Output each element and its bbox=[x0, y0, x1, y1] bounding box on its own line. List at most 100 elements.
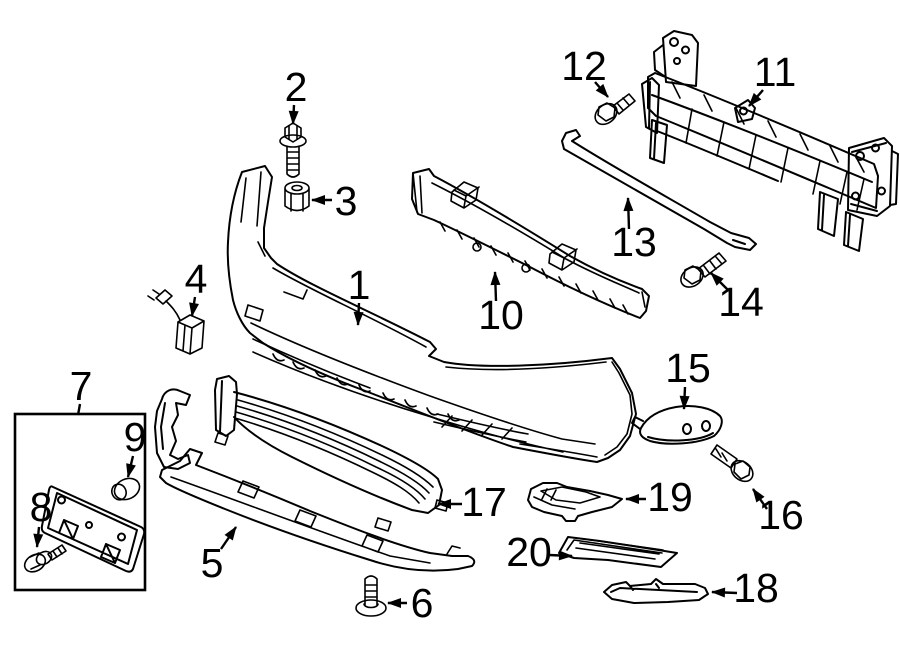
callout-15-leader bbox=[679, 386, 690, 410]
part-19-fog-bezel bbox=[527, 482, 623, 522]
deflector-details bbox=[170, 476, 461, 564]
callout-13-label: 13 bbox=[611, 219, 657, 265]
callout-12: 12 bbox=[561, 43, 609, 98]
callout-13-leader bbox=[623, 197, 634, 230]
part-18-trim-strip bbox=[603, 578, 709, 604]
callout-14-leader bbox=[710, 272, 729, 291]
callout-4-label: 4 bbox=[185, 256, 208, 302]
bumper-cover-outline bbox=[226, 165, 637, 463]
bumper-cover-ticks bbox=[272, 353, 460, 422]
nut-3 bbox=[284, 181, 310, 212]
absorber-outline bbox=[411, 168, 650, 319]
callout-2: 2 bbox=[285, 64, 308, 125]
impact-bar-right-legs bbox=[817, 191, 864, 252]
part-5-deflector bbox=[154, 388, 476, 572]
callout-18-label: 18 bbox=[733, 565, 779, 611]
license-bracket bbox=[40, 485, 146, 573]
callout-12-leader bbox=[594, 81, 609, 98]
side-marker-outline bbox=[631, 405, 723, 445]
callout-10-label: 10 bbox=[478, 292, 524, 338]
part-12-bolt bbox=[594, 93, 636, 126]
callout-13: 13 bbox=[611, 197, 657, 265]
cap-9-face bbox=[111, 483, 127, 501]
callout-6-label: 6 bbox=[411, 580, 434, 626]
part-9-cap bbox=[111, 477, 141, 501]
grille-outline bbox=[214, 375, 443, 514]
callout-9-leader bbox=[126, 455, 136, 478]
callout-1-label: 1 bbox=[348, 262, 371, 308]
part-7-license-bracket-kit bbox=[13, 412, 147, 592]
callout-15-label: 15 bbox=[665, 345, 711, 391]
callout-17-label: 17 bbox=[461, 479, 507, 525]
fog-bezel-details bbox=[533, 486, 601, 510]
callout-17: 17 bbox=[437, 479, 507, 525]
callout-8-label: 8 bbox=[30, 484, 53, 530]
absorber-hatch bbox=[439, 221, 629, 315]
impact-bar-tab bbox=[734, 99, 756, 123]
callout-16-leader bbox=[752, 488, 768, 510]
grille-tabs bbox=[214, 432, 449, 532]
callout-16-label: 16 bbox=[758, 492, 804, 538]
absorber-details bbox=[412, 172, 646, 308]
part-15-side-marker bbox=[631, 405, 723, 445]
part-4-sensor bbox=[147, 289, 205, 355]
callout-2-label: 2 bbox=[285, 64, 308, 110]
callout-20-label: 20 bbox=[506, 529, 552, 575]
impact-bar-outline bbox=[641, 72, 879, 209]
bumper-cover-vent bbox=[433, 413, 529, 443]
callout-5-leader bbox=[220, 526, 237, 550]
part-8-screw bbox=[23, 544, 67, 573]
callout-14: 14 bbox=[710, 272, 764, 325]
callout-5: 5 bbox=[201, 526, 237, 586]
callout-15: 15 bbox=[665, 345, 711, 410]
callout-9-label: 9 bbox=[124, 414, 147, 460]
callout-20: 20 bbox=[506, 529, 573, 575]
part-1-bumper-cover bbox=[226, 165, 637, 463]
callout-10: 10 bbox=[478, 271, 524, 338]
fog-cover-outline bbox=[558, 536, 678, 568]
callout-11: 11 bbox=[748, 49, 796, 107]
callout-11-leader bbox=[748, 89, 764, 107]
callout-7-label: 7 bbox=[70, 363, 93, 409]
part-20-fog-cover bbox=[558, 536, 678, 568]
screw-2 bbox=[279, 122, 307, 178]
part-10-absorber bbox=[411, 168, 650, 319]
trim-strip-outline bbox=[603, 578, 709, 604]
sensor-4 bbox=[147, 289, 205, 355]
kit-box bbox=[13, 412, 147, 592]
callout-7: 7 bbox=[70, 363, 93, 416]
callout-18: 18 bbox=[711, 565, 779, 611]
bolt-14-shank bbox=[683, 252, 727, 285]
callout-4: 4 bbox=[185, 256, 208, 317]
callout-8: 8 bbox=[30, 484, 53, 548]
callout-14-label: 14 bbox=[718, 279, 764, 325]
grille-slats bbox=[234, 399, 434, 504]
deflector-bracket bbox=[154, 388, 191, 470]
callout-10-leader bbox=[490, 271, 501, 302]
callout-16: 16 bbox=[752, 488, 804, 538]
fog-cover-slats bbox=[566, 538, 664, 560]
strip-outline bbox=[561, 129, 757, 251]
callout-20-leader bbox=[548, 550, 573, 561]
impact-bar-left-bracket bbox=[653, 30, 699, 87]
callout-19-label: 19 bbox=[647, 474, 693, 520]
callout-3: 3 bbox=[311, 178, 358, 224]
callout-1: 1 bbox=[348, 262, 371, 326]
callout-1-leader bbox=[353, 302, 364, 326]
part-3-nut bbox=[284, 181, 310, 212]
impact-bar-segments bbox=[671, 81, 865, 211]
callout-8-leader bbox=[33, 526, 44, 548]
bumper-cover-details bbox=[240, 171, 633, 458]
screw-8-collar bbox=[35, 550, 53, 566]
callout-3-label: 3 bbox=[335, 178, 358, 224]
cap-9-body bbox=[113, 477, 141, 501]
part-14-bolt bbox=[680, 252, 727, 288]
callout-4-leader bbox=[189, 296, 199, 317]
callout-6: 6 bbox=[387, 580, 434, 626]
callout-9: 9 bbox=[124, 414, 147, 478]
part-2-screw bbox=[279, 122, 307, 178]
part-17-center-grille bbox=[214, 375, 449, 532]
impact-bar-right-bracket bbox=[847, 137, 899, 217]
